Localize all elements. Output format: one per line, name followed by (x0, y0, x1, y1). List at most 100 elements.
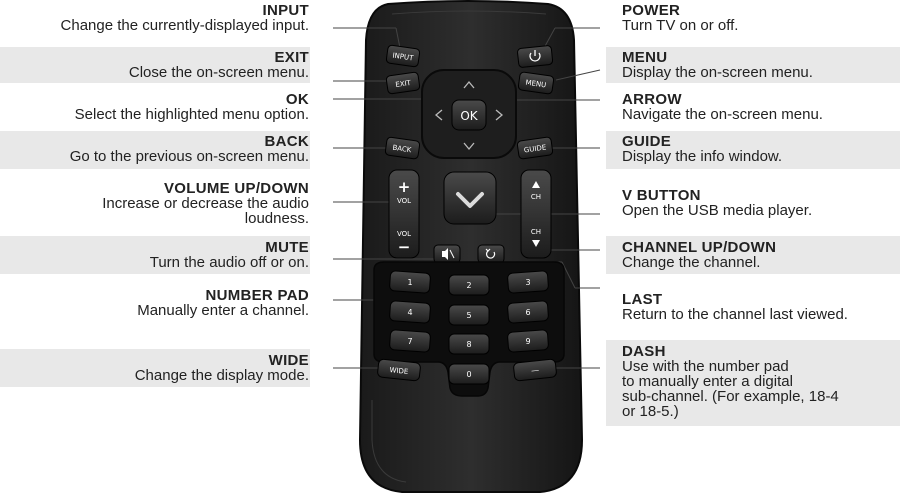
key-3[interactable]: 3 (507, 270, 549, 294)
label-ok: OK Select the highlighted menu option. (75, 92, 309, 122)
label-desc: Return to the channel last viewed. (622, 306, 848, 323)
power-button[interactable] (517, 45, 554, 68)
channel-down-icon[interactable] (532, 240, 540, 247)
label-title: ARROW (622, 91, 682, 108)
mute-button[interactable] (433, 244, 461, 264)
menu-button-label: MENU (525, 79, 547, 90)
label-title: GUIDE (622, 133, 672, 150)
band-channel (606, 236, 900, 274)
label-desc: loudness. (244, 210, 309, 227)
guide-button[interactable]: GUIDE (516, 136, 554, 160)
back-button[interactable]: BACK (384, 136, 421, 160)
band-exit (0, 47, 310, 83)
label-title: VOLUME UP/DOWN (163, 180, 309, 197)
label-desc: Turn TV on or off. (622, 17, 739, 34)
key-4[interactable]: 4 (389, 300, 431, 324)
label-title: CHANNEL UP/DOWN (622, 239, 777, 256)
channel-rocker[interactable]: CH CH (520, 169, 552, 259)
label-desc: Increase or decrease the audio (102, 195, 309, 212)
label-title: DASH (622, 343, 666, 360)
v-button[interactable] (443, 171, 497, 225)
label-arrow: ARROW Navigate the on-screen menu. (622, 92, 823, 122)
input-button[interactable]: INPUT (385, 44, 421, 68)
vol-label: VOL (397, 197, 411, 205)
label-vbutton: V BUTTON Open the USB media player. (622, 188, 812, 218)
label-title: NUMBER PAD (205, 287, 309, 304)
label-desc: Go to the previous on-screen menu. (69, 148, 309, 165)
key-9-label: 9 (525, 337, 530, 346)
key-7-label: 7 (407, 337, 412, 346)
ch-label-lower: CH (531, 228, 541, 236)
ch-label: CH (531, 193, 541, 201)
label-desc: Navigate the on-screen menu. (622, 106, 823, 123)
label-title: WIDE (268, 352, 309, 369)
v-logo-icon (456, 192, 484, 208)
key-9[interactable]: 9 (507, 329, 549, 353)
arrow-down-icon[interactable] (463, 142, 475, 151)
last-icon (485, 248, 496, 259)
label-wide: WIDE Change the display mode. (135, 353, 309, 383)
label-title: LAST (622, 291, 663, 308)
key-1-label: 1 (407, 278, 412, 287)
ok-button-label: OK (460, 109, 478, 123)
label-title: BACK (264, 133, 309, 150)
key-0-label: 0 (466, 370, 471, 379)
key-6-label: 6 (525, 308, 530, 317)
arrow-left-icon[interactable] (434, 109, 443, 121)
label-title: POWER (622, 2, 681, 19)
back-button-label: BACK (392, 144, 412, 155)
key-6[interactable]: 6 (507, 300, 549, 324)
exit-button[interactable]: EXIT (385, 71, 421, 95)
volume-up-icon[interactable]: + (398, 178, 411, 196)
key-4-label: 4 (407, 308, 412, 317)
band-wide (0, 349, 310, 387)
ok-button[interactable]: OK (451, 99, 487, 131)
label-title: EXIT (274, 49, 309, 66)
key-2[interactable]: 2 (448, 274, 490, 296)
key-0[interactable]: 0 (448, 363, 490, 385)
label-title: V BUTTON (622, 187, 701, 204)
menu-button[interactable]: MENU (517, 71, 555, 95)
channel-up-icon[interactable] (532, 181, 540, 188)
dash-button[interactable]: — (513, 358, 557, 382)
arrow-right-icon[interactable] (495, 109, 504, 121)
volume-down-icon[interactable]: − (398, 238, 411, 256)
key-5-label: 5 (466, 311, 471, 320)
band-dash (606, 340, 900, 426)
label-desc: Display the info window. (622, 148, 783, 165)
power-icon (529, 50, 541, 62)
key-1[interactable]: 1 (389, 270, 431, 294)
input-button-label: INPUT (392, 52, 415, 63)
label-power: POWER Turn TV on or off. (622, 3, 738, 33)
label-title: INPUT (262, 2, 309, 19)
key-5[interactable]: 5 (448, 304, 490, 326)
label-guide: GUIDE Display the info window. (622, 134, 782, 164)
label-dash: DASH Use with the number pad to manually… (622, 344, 839, 419)
number-pad: 1 2 3 4 5 6 7 8 (377, 270, 557, 385)
label-numpad: NUMBER PAD Manually enter a channel. (137, 288, 309, 318)
number-pad-area (373, 261, 565, 397)
vol-label-lower: VOL (397, 230, 411, 238)
mute-icon (442, 248, 455, 260)
label-desc: Close the on-screen menu. (128, 64, 309, 81)
key-8[interactable]: 8 (448, 333, 490, 355)
label-desc: Turn the audio off or on. (149, 254, 309, 271)
label-desc: Select the highlighted menu option. (74, 106, 309, 123)
volume-rocker[interactable]: + VOL VOL − (388, 169, 420, 259)
label-desc: Display the on-screen menu. (622, 64, 813, 81)
label-desc: Change the channel. (622, 254, 761, 271)
band-back (0, 131, 310, 169)
label-title: MUTE (265, 239, 309, 256)
guide-button-label: GUIDE (523, 143, 546, 154)
label-title: MENU (622, 49, 668, 66)
wide-button[interactable]: WIDE (377, 358, 421, 382)
band-guide (606, 131, 900, 169)
arrow-up-icon[interactable] (463, 80, 475, 89)
label-input: INPUT Change the currently-displayed inp… (61, 3, 309, 33)
label-desc: to manually enter a digital (622, 373, 793, 390)
label-title: OK (285, 91, 309, 108)
label-desc: Use with the number pad (622, 358, 789, 375)
label-desc: Open the USB media player. (622, 202, 813, 219)
last-button[interactable] (477, 244, 505, 264)
key-7[interactable]: 7 (389, 329, 431, 353)
